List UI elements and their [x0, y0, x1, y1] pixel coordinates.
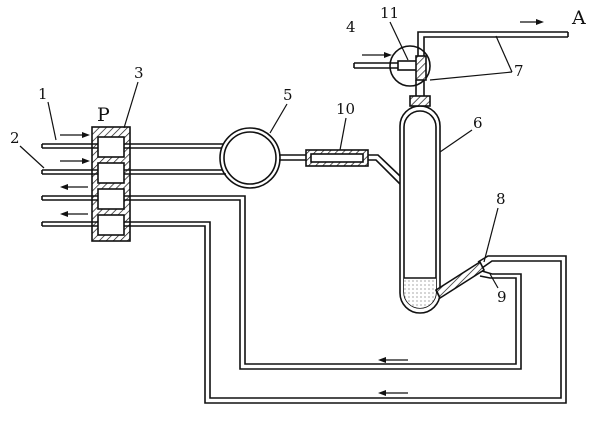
label-a: A	[571, 7, 586, 29]
inlet-line-4	[353, 62, 398, 69]
separator-column-6	[399, 105, 441, 314]
label-10: 10	[336, 100, 355, 118]
bottom-valve-8	[434, 260, 486, 300]
arrow-return-lower	[378, 390, 408, 396]
outlet-line-4	[41, 221, 98, 227]
leader-lines	[19, 21, 513, 289]
bottom-outlet-pipes	[124, 195, 567, 404]
label-11: 11	[380, 4, 399, 22]
arrow-out-4	[60, 211, 88, 217]
pipe-exchanger-to-column	[368, 154, 401, 185]
manifold-block-p	[91, 126, 131, 242]
inlet-line-2	[41, 169, 98, 175]
arrow-in-1	[60, 132, 90, 138]
label-2: 2	[10, 129, 20, 147]
label-p: P	[97, 104, 110, 126]
arrow-in-2	[60, 158, 90, 164]
label-6: 6	[473, 114, 483, 132]
outlet-line-3	[41, 195, 98, 201]
pipe-to-reactor-lower	[124, 169, 226, 175]
label-3: 3	[134, 64, 144, 82]
label-7: 7	[514, 62, 524, 80]
label-1: 1	[38, 85, 48, 103]
pipe-reactor-to-exchanger	[279, 154, 306, 161]
mixer-11	[389, 45, 431, 87]
exchanger-10	[305, 149, 369, 167]
arrow-in-4	[362, 52, 392, 58]
arrow-return-upper	[378, 357, 408, 363]
column-top-nozzle	[409, 80, 431, 107]
arrow-out-a	[520, 19, 544, 25]
label-8: 8	[496, 190, 506, 208]
arrow-out-3	[60, 184, 88, 190]
pipe-to-reactor-upper	[124, 143, 224, 149]
inlet-line-1	[41, 143, 98, 149]
ring-reactor-5	[219, 127, 281, 189]
label-4: 4	[346, 18, 356, 36]
label-9: 9	[497, 288, 507, 306]
product-line-7	[417, 31, 569, 56]
label-5: 5	[283, 86, 293, 104]
